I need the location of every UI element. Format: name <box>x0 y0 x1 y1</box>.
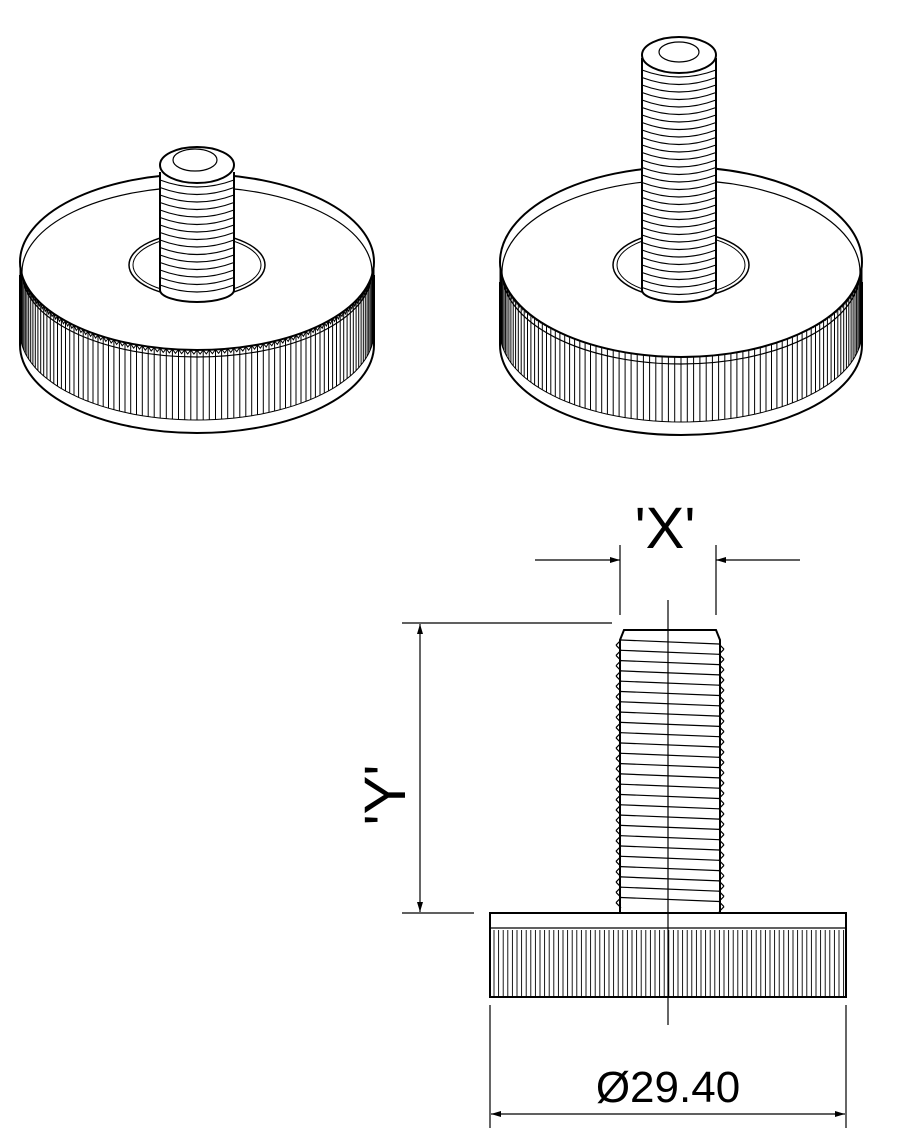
thread-tip <box>641 36 717 74</box>
isometric-long-screw <box>499 36 863 436</box>
side-thread-lines <box>615 639 725 913</box>
thread-tip <box>159 146 235 184</box>
head-diameter-label: Ø29.40 <box>596 1063 740 1112</box>
isometric-short-screw <box>19 146 375 434</box>
knurl-lines <box>19 262 375 421</box>
thread-shank <box>641 58 717 303</box>
thread-lines <box>641 69 717 296</box>
dimensions <box>402 545 847 1128</box>
thread-outline <box>619 629 721 914</box>
thread-lines <box>159 179 235 293</box>
thread-diameter-label: 'X' <box>635 496 696 561</box>
head-knurl-lines <box>493 930 845 996</box>
thread-length-label: 'Y' <box>353 765 418 826</box>
thread-shank <box>159 172 235 303</box>
side-elevation-view <box>489 600 847 1025</box>
